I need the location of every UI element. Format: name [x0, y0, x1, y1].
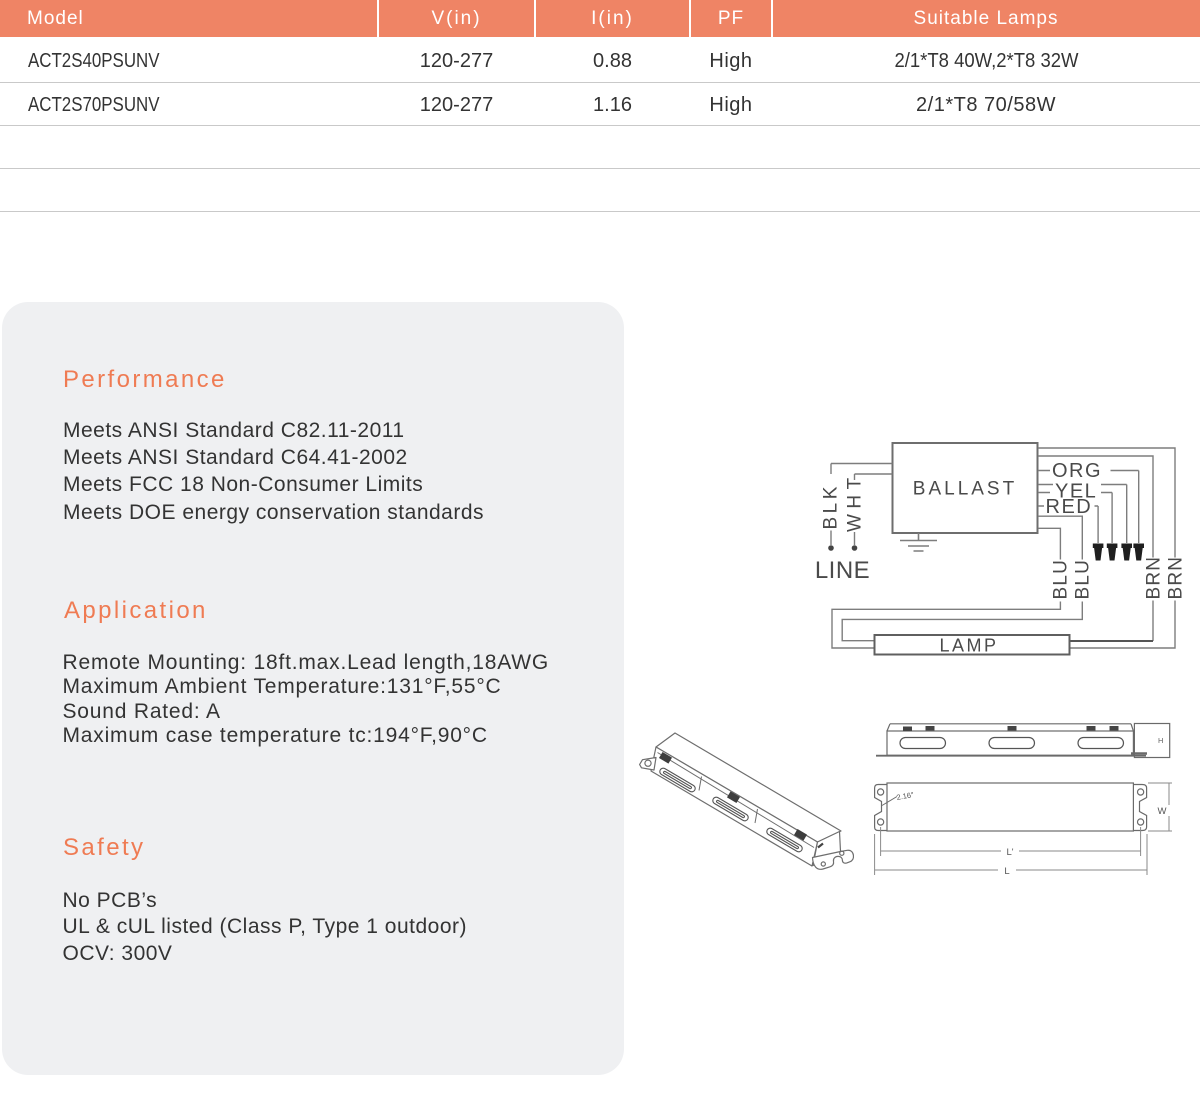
svg-text:BLU: BLU	[1050, 559, 1071, 600]
svg-text:LINE: LINE	[815, 557, 870, 584]
svg-text:H: H	[1158, 736, 1163, 745]
svg-text:L': L'	[1006, 847, 1013, 858]
svg-text:BRN: BRN	[1143, 556, 1164, 600]
svg-text:BALLAST: BALLAST	[913, 479, 1017, 500]
svg-text:BLU: BLU	[1072, 559, 1093, 600]
svg-text:ORG: ORG	[1052, 460, 1102, 482]
svg-text:BLK: BLK	[821, 483, 842, 529]
svg-text:WHT: WHT	[845, 472, 866, 532]
svg-text:RED: RED	[1046, 496, 1093, 518]
svg-text:YEL: YEL	[1055, 481, 1097, 503]
svg-text:2.16″: 2.16″	[896, 790, 915, 802]
svg-text:BRN: BRN	[1165, 556, 1186, 600]
svg-text:LAMP: LAMP	[939, 636, 998, 656]
svg-text:W: W	[1158, 806, 1167, 817]
svg-text:L: L	[1004, 866, 1009, 877]
